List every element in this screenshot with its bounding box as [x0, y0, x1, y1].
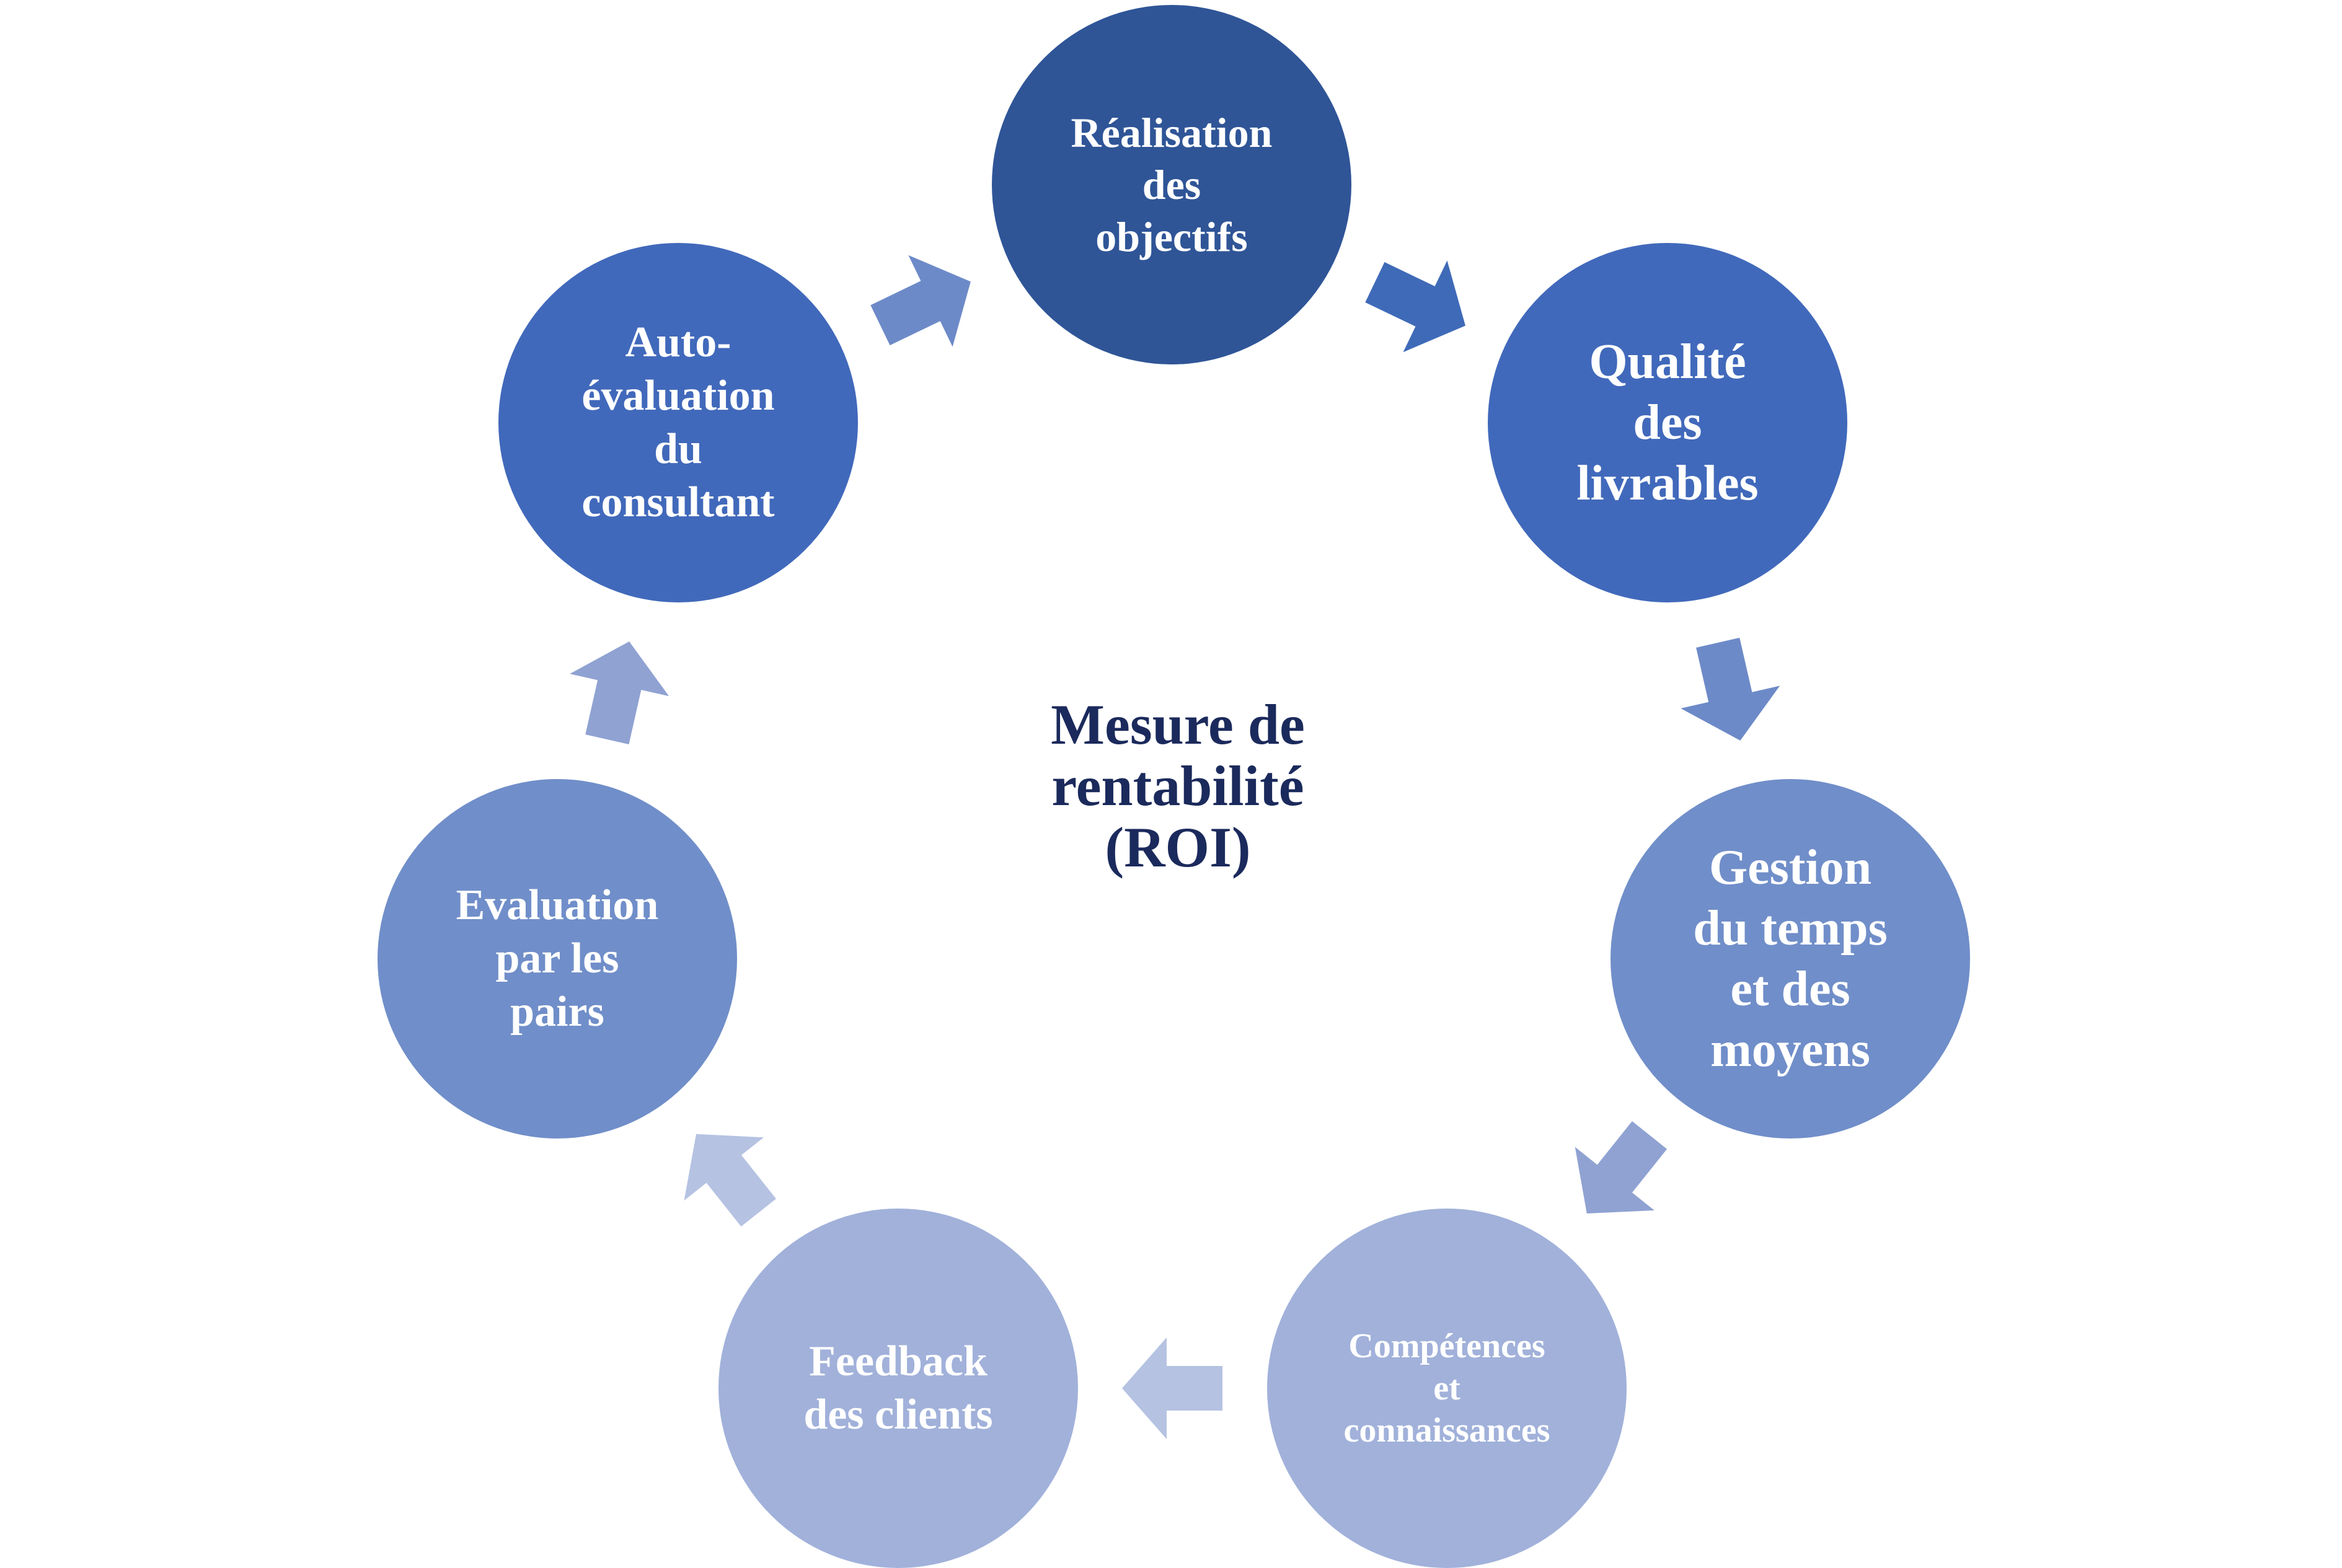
node-label-line: livrables: [1576, 456, 1759, 511]
node-label-line: du: [654, 425, 702, 473]
cycle-node-competences-connaissances: Compétences et connaissances: [1267, 1209, 1627, 1568]
node-label-line: et des: [1730, 962, 1850, 1016]
cycle-node-feedback-clients: Feedback des clients: [718, 1209, 1078, 1568]
center-title-line: Mesure de: [1051, 693, 1305, 756]
flow-arrow-icon: [1364, 248, 1475, 359]
center-title-line: (ROI): [1105, 816, 1251, 879]
node-label-line: Evaluation: [456, 881, 659, 929]
node-label-line: Réalisation: [1071, 109, 1273, 156]
node-label-line: Qualité: [1589, 335, 1746, 389]
node-label-line: Compétences: [1348, 1327, 1545, 1365]
node-label-line: objectifs: [1095, 213, 1248, 260]
node-label-line: des: [1633, 395, 1702, 450]
flow-arrow-icon: [1673, 635, 1785, 747]
node-label-line: Gestion: [1708, 840, 1872, 895]
node-label-line: pairs: [510, 988, 604, 1036]
node-label-line: Feedback: [809, 1337, 988, 1385]
arrow-shape: [870, 255, 971, 347]
arrow-shape: [1575, 1121, 1668, 1213]
flow-arrow-icon: [672, 1118, 784, 1230]
arrow-shape: [684, 1134, 776, 1227]
cycle-node-evaluation-pairs: Evaluation par les pairs: [378, 779, 737, 1139]
node-label-line: évaluation: [581, 372, 775, 420]
cycle-node-realisation-objectifs: Réalisation des objectifs: [992, 5, 1351, 364]
center-title-line: rentabilité: [1051, 754, 1304, 817]
arrow-shape: [1121, 1337, 1222, 1439]
node-label-line: moyens: [1710, 1023, 1870, 1077]
node-label-line: des clients: [803, 1391, 993, 1438]
cycle-node-gestion-temps-moyens: Gestion du temps et des moyens: [1611, 779, 1970, 1139]
flow-arrow-icon: [1117, 1332, 1229, 1444]
flow-arrow-icon: [562, 635, 674, 747]
flow-arrow-icon: [869, 248, 981, 359]
node-label-line: et: [1433, 1369, 1460, 1407]
node-label-line: des: [1142, 161, 1201, 208]
arrow-shape: [1365, 260, 1465, 353]
center-title: Mesure de rentabilité (ROI): [899, 694, 1457, 878]
node-label-line: connaissances: [1343, 1411, 1550, 1450]
cycle-node-auto-evaluation-consultant: Auto-évaluation du consultant: [498, 243, 858, 602]
node-label-line: Auto-: [625, 319, 731, 366]
flow-arrow-icon: [1563, 1118, 1674, 1230]
arrow-shape: [569, 641, 669, 744]
node-label-line: du temps: [1693, 901, 1888, 956]
node-label-line: par les: [495, 935, 619, 982]
cycle-node-qualite-livrables: Qualité des livrables: [1488, 243, 1847, 602]
node-label-line: consultant: [581, 478, 775, 526]
arrow-shape: [1681, 637, 1780, 741]
